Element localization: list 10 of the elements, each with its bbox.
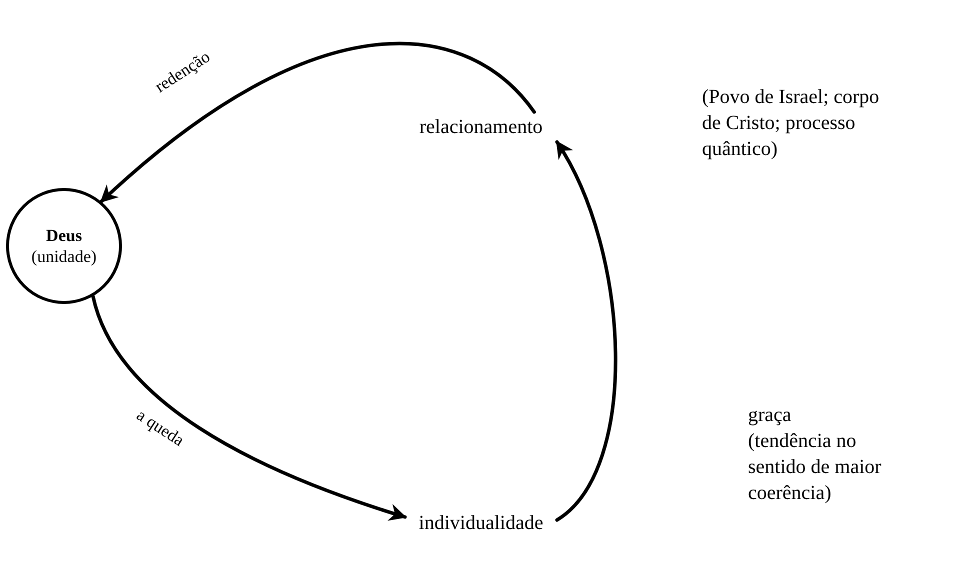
- annotation-text: graça: [748, 403, 792, 428]
- annotation-text: (tendência no sentido de maior coerência): [748, 429, 882, 506]
- node-label: relacionamento: [419, 114, 543, 140]
- curved-arrow: [100, 42, 536, 204]
- annotation-text: (Povo de Israel; corpo de Cristo; processo quântico): [702, 85, 880, 162]
- curved-arrow: [555, 140, 618, 522]
- curved-arrow: [91, 294, 407, 521]
- circle-title: Deus: [46, 224, 82, 246]
- circle-subtitle: (unidade): [31, 246, 97, 268]
- node-label: individualidade: [418, 510, 544, 536]
